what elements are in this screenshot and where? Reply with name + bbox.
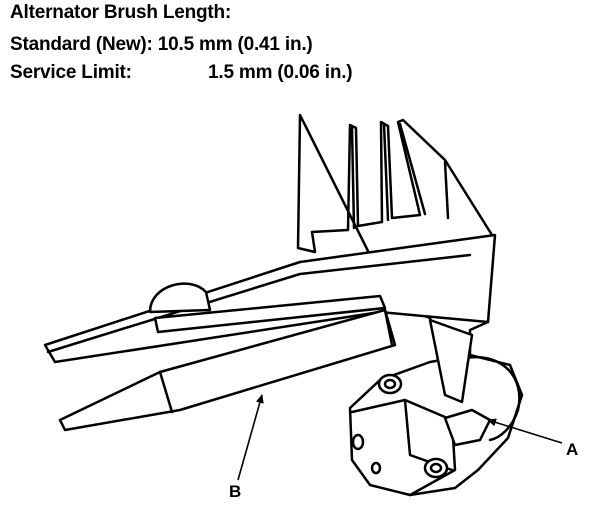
spec-title: Alternator Brush Length: xyxy=(10,2,232,23)
caliper-beam-line xyxy=(46,253,472,354)
caliper-jaw-edge xyxy=(350,122,450,230)
brush-tip xyxy=(443,408,492,447)
caliper-depth-rod-edge xyxy=(158,308,394,414)
brush-holder-cup xyxy=(463,355,521,442)
callout-a-leader xyxy=(487,418,563,444)
callout-b-label: B xyxy=(229,482,241,501)
callout-a-label: A xyxy=(566,440,578,459)
callout-b-leader xyxy=(237,394,264,481)
terminal-tab xyxy=(351,433,365,451)
spec-service-limit: Service Limit: 1.5 mm (0.06 in.) xyxy=(10,62,353,84)
caliper-jaw-tip xyxy=(428,318,474,404)
service-limit-label: Service Limit: xyxy=(10,62,132,83)
spec-standard-length: Standard (New): 10.5 mm (0.41 in.) xyxy=(10,34,313,55)
mounting-hole-left-inner xyxy=(383,378,397,390)
mounting-hole-right-inner xyxy=(429,462,443,474)
caliper-slider-block xyxy=(153,294,387,334)
terminal-tab-2 xyxy=(370,461,382,475)
service-limit-value: 1.5 mm (0.06 in.) xyxy=(208,62,353,83)
caliper-knob xyxy=(148,282,212,314)
